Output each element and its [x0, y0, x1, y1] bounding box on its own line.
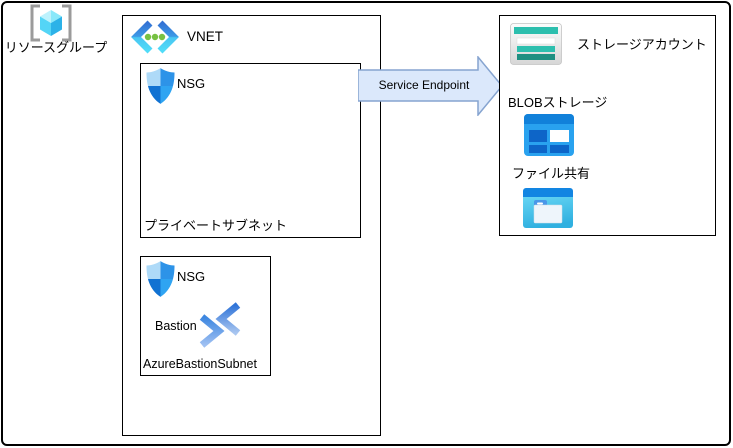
virtual-network-icon — [131, 20, 179, 54]
bastion-subnet-nsg-label: NSG — [177, 269, 206, 284]
private-subnet-box: NSG プライベートサブネット — [140, 63, 361, 238]
service-endpoint-arrow — [358, 56, 504, 116]
nsg-shield-icon — [146, 260, 175, 298]
nsg-shield-icon — [146, 67, 175, 105]
service-endpoint-label: Service Endpoint — [378, 78, 470, 92]
bastion-subnet-box: NSG Bastion AzureBastionSubnet — [140, 256, 271, 376]
resource-group-icon — [28, 4, 74, 42]
bastion-subnet-label: AzureBastionSubnet — [143, 356, 257, 371]
file-share-icon — [523, 188, 573, 228]
file-share-label: ファイル共有 — [512, 166, 591, 181]
private-subnet-nsg-label: NSG — [177, 76, 206, 91]
blob-storage-icon — [524, 114, 574, 156]
blob-storage-label: BLOBストレージ — [508, 95, 608, 110]
storage-account-label: ストレージアカウント — [577, 37, 707, 52]
private-subnet-label: プライベートサブネット — [144, 218, 288, 234]
bastion-icon — [196, 301, 244, 349]
bastion-label: Bastion — [155, 319, 197, 333]
resource-group-label: リソースグループ — [4, 40, 108, 55]
storage-box: ストレージアカウント BLOBストレージ ファイル共有 — [499, 15, 716, 236]
storage-account-icon — [510, 23, 562, 65]
vnet-label: VNET — [187, 29, 224, 44]
